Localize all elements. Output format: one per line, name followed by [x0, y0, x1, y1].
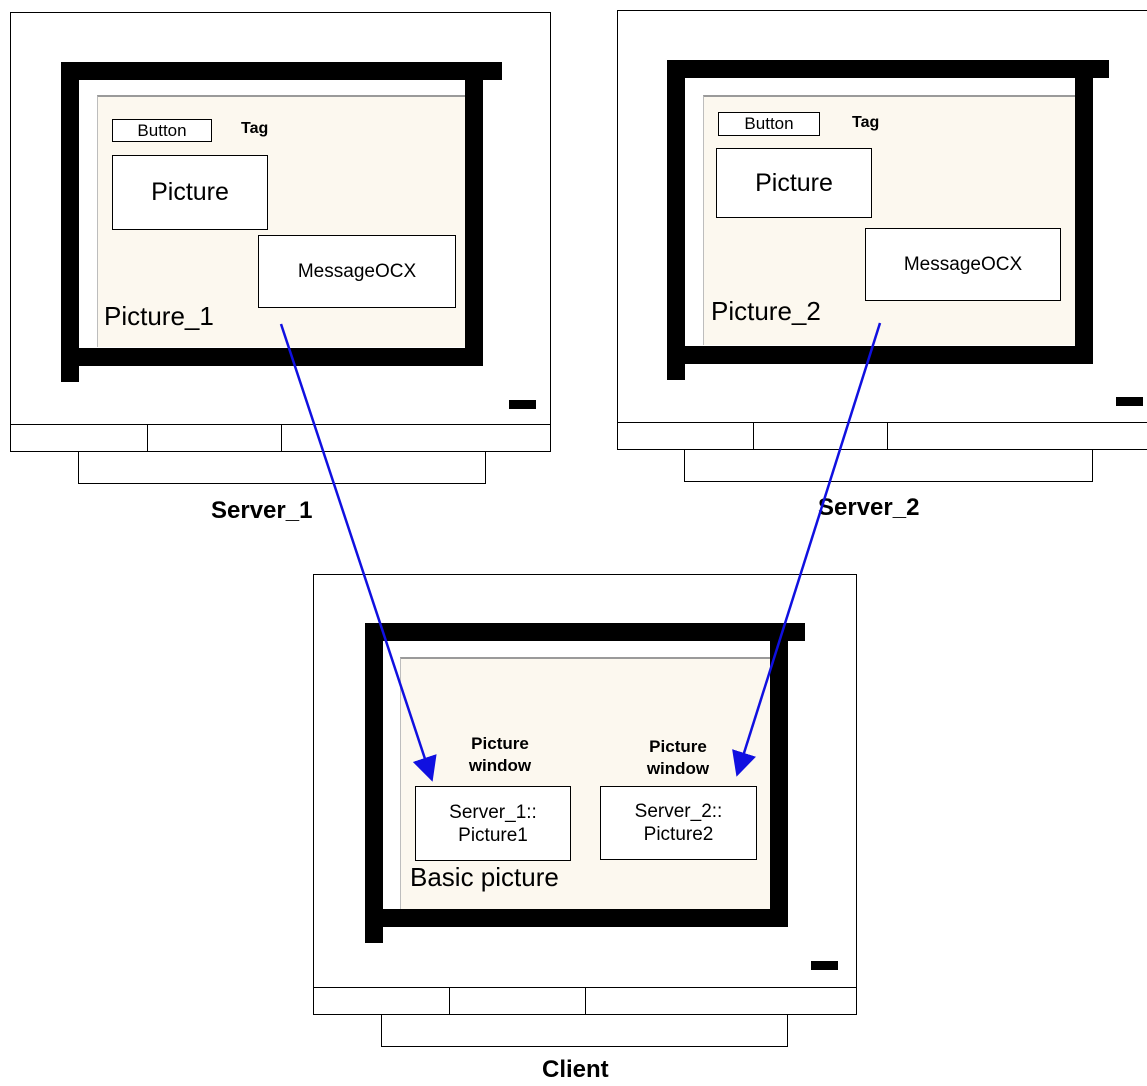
server-1-frame-right [465, 62, 483, 366]
server-1-stand [78, 451, 486, 484]
server-1-picture-name: Picture_1 [104, 301, 214, 331]
client-window-1[interactable]: Server_1:: Picture1 [415, 786, 571, 861]
client-basic-picture-label: Basic picture [410, 862, 559, 892]
client-base-divider [449, 987, 450, 1015]
client-screen [400, 657, 770, 909]
server-1-message-ocx-box: MessageOCX [258, 235, 456, 308]
client-power-led [811, 961, 838, 970]
client-frame-right [770, 623, 788, 927]
server-1-power-led [509, 400, 536, 409]
server-1-base-divider [147, 424, 148, 452]
client-label: Client [542, 1056, 609, 1083]
server-2-message-ocx-box: MessageOCX [865, 228, 1061, 301]
server-2-base-divider [753, 422, 754, 450]
server-2-stand [684, 449, 1093, 482]
server-1-tag-label: Tag [241, 120, 269, 137]
client-frame-left [365, 623, 383, 943]
client-stand [381, 1014, 788, 1047]
server-1-button[interactable]: Button [112, 119, 212, 142]
server-2-base-divider [887, 422, 888, 450]
server-2-label: Server_2 [818, 494, 920, 521]
server-2-base-bar [617, 422, 1147, 450]
server-1-picture-box: Picture [112, 155, 268, 230]
client-frame-bottom [365, 909, 788, 927]
client-base-divider [585, 987, 586, 1015]
server-2-screen-frame [667, 60, 1109, 78]
client-window-1-title: Picture window [468, 734, 532, 775]
server-1-frame-bottom [61, 348, 483, 366]
server-2-screen [703, 95, 1075, 345]
server-2-picture-box: Picture [716, 148, 872, 218]
server-2-frame-right [1075, 60, 1093, 364]
client-screen-frame [365, 623, 805, 641]
server-2-frame-left [667, 60, 685, 380]
server-2-tag-label: Tag [852, 114, 880, 131]
client-window-2[interactable]: Server_2:: Picture2 [600, 786, 757, 860]
server-2-power-led [1116, 397, 1143, 406]
server-2-picture-name: Picture_2 [711, 296, 821, 326]
server-2-button[interactable]: Button [718, 112, 820, 136]
server-2-frame-bottom [667, 346, 1093, 364]
server-1-screen-frame [61, 62, 502, 80]
server-1-label: Server_1 [211, 497, 313, 524]
server-1-frame-left [61, 62, 79, 382]
client-window-2-title: Picture window [646, 737, 710, 778]
server-1-base-divider [281, 424, 282, 452]
